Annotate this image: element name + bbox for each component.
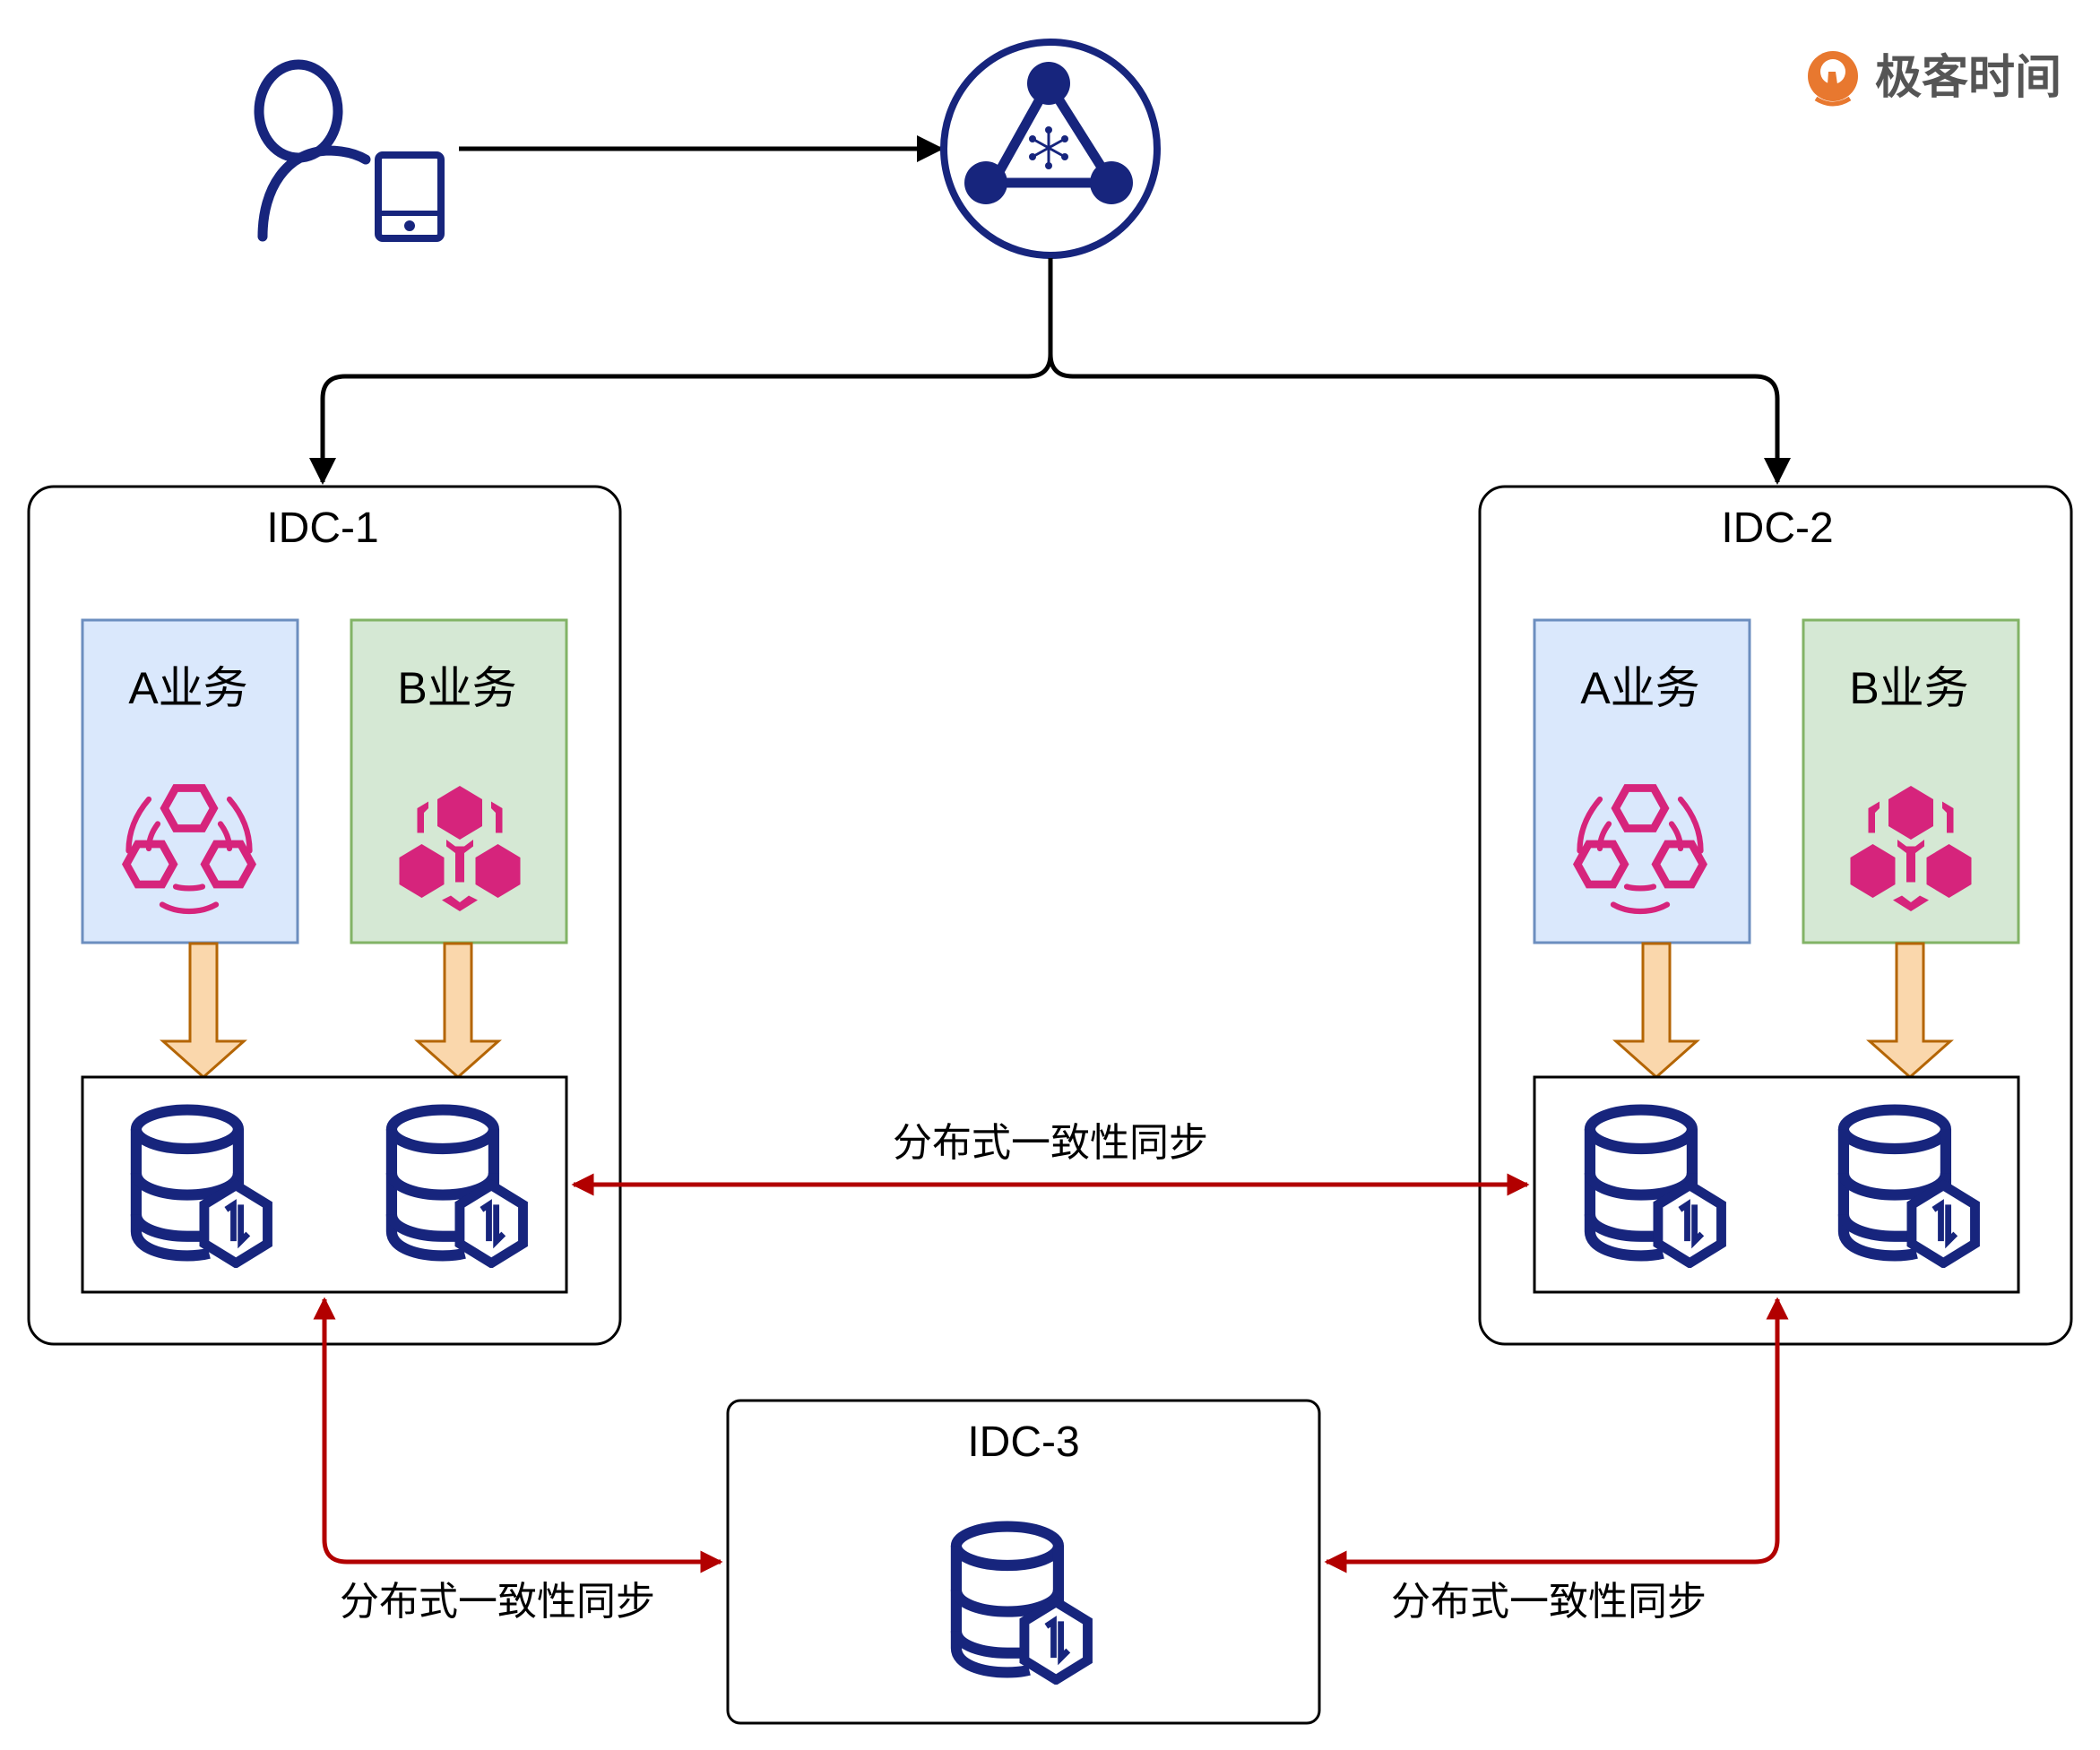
sync-link-idc2-idc3: 分布式一致性同步 [1324, 1297, 1789, 1624]
gateway-to-idc2-connector [1048, 258, 1791, 485]
geektime-logo-icon [1808, 51, 1858, 107]
idc-1-container: IDC-1 A业务 B业务 [27, 485, 622, 1346]
write-arrow-icon [160, 942, 247, 1080]
service-a-label: A业务 [128, 663, 247, 713]
bidirectional-sync-arrow [1324, 1297, 1789, 1573]
idc-1-service-b: B业务 [350, 618, 568, 944]
idc-1-service-a: A业务 [81, 618, 299, 944]
sync-link-idc1-idc2: 分布式一致性同步 [571, 1121, 1530, 1196]
write-arrow-icon [1612, 942, 1700, 1080]
idc-2-database-group [1533, 1075, 2020, 1294]
write-arrow-icon [414, 942, 502, 1080]
sync-label: 分布式一致性同步 [340, 1580, 655, 1624]
bidirectional-sync-arrow [313, 1297, 723, 1573]
brand-name: 极客时间 [1875, 52, 2061, 104]
idc-1-database-group [81, 1075, 568, 1294]
idc-2-service-a: A业务 [1533, 618, 1751, 944]
sync-label: 分布式一致性同步 [1391, 1580, 1707, 1624]
service-b-label: B业务 [1849, 663, 1968, 713]
service-a-label: A业务 [1580, 663, 1699, 713]
brand-logo: 极客时间 [1808, 51, 2061, 107]
idc-2-service-b: B业务 [1802, 618, 2020, 944]
sync-label: 分布式一致性同步 [893, 1121, 1208, 1165]
gateway-to-idc1-connector [309, 258, 1053, 485]
service-b-label: B业务 [397, 663, 516, 713]
idc-1-title: IDC-1 [266, 504, 378, 552]
idc-3-title: IDC-3 [967, 1418, 1079, 1466]
user-with-mobile-icon [254, 59, 445, 242]
idc-2-container: IDC-2 A业务 B业务 [1478, 485, 2073, 1346]
idc-2-title: IDC-2 [1721, 504, 1833, 552]
idc-3-container: IDC-3 [726, 1399, 1321, 1725]
network-load-balancer-icon [940, 39, 1161, 259]
write-arrow-icon [1866, 942, 1954, 1080]
sync-link-idc1-idc3: 分布式一致性同步 [313, 1297, 723, 1624]
